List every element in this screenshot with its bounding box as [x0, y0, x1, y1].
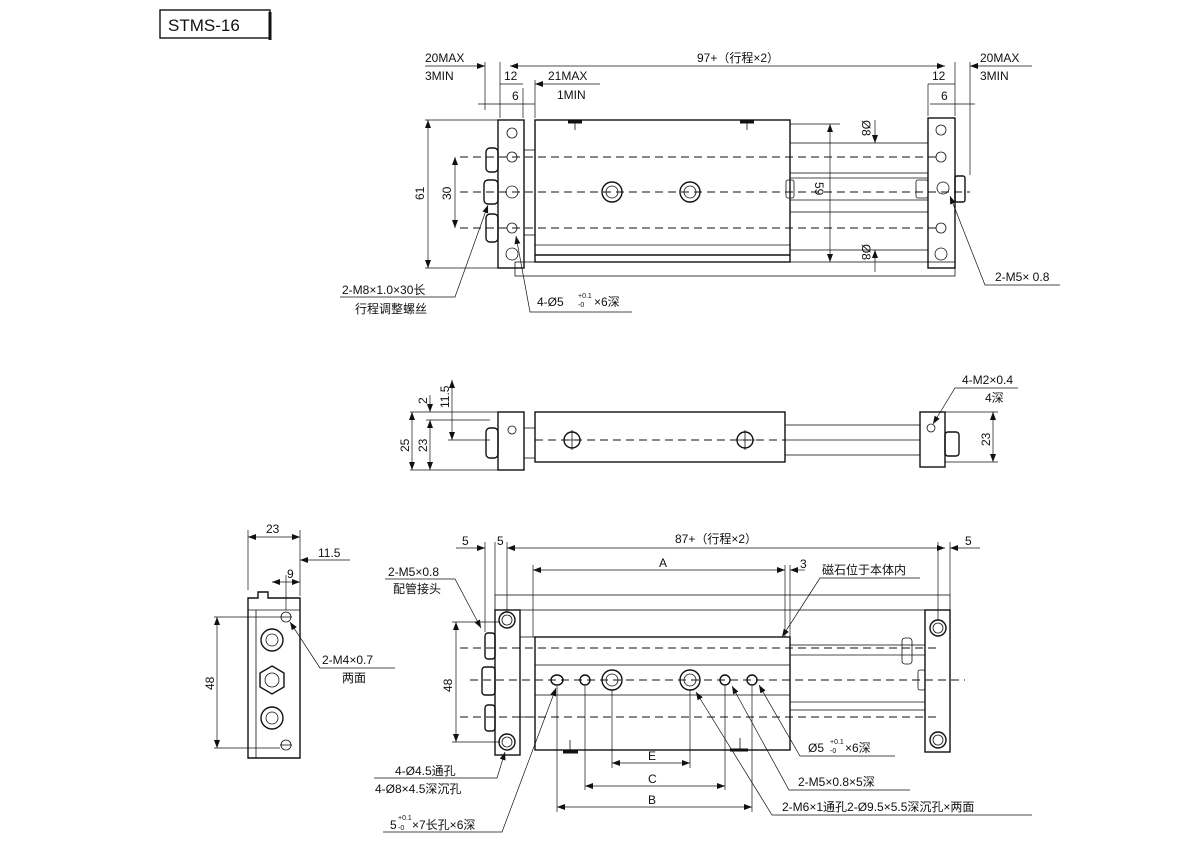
right-end-plate [924, 609, 951, 753]
dim-48: 48 [203, 676, 217, 690]
end-plate-outline [247, 591, 301, 759]
dim-97-stroke: 97+（行程×2） [697, 50, 779, 65]
tol-lower: -0 [398, 825, 404, 832]
dim-left-20max: 20MAX [425, 51, 464, 65]
dim-dia8-top: Ø8 [859, 120, 873, 136]
note-adjust-screw: 2-M8×1.0×30长 [342, 283, 425, 297]
note-m2-depth: 4深 [985, 391, 1004, 405]
tol-upper: +0.1 [398, 815, 412, 822]
right-end-block [919, 411, 946, 468]
left-end-plate [494, 609, 521, 756]
dim-5-left-b: 5 [497, 534, 504, 548]
note-counterbore: 4-Ø8×4.5深沉孔 [375, 782, 461, 796]
note-m4-sub: 两面 [342, 671, 366, 685]
left-end-plate [497, 411, 525, 471]
adjust-screw [483, 179, 499, 205]
model-title: STMS-16 [168, 16, 240, 35]
dim-30: 30 [440, 186, 454, 200]
guide-rod [789, 142, 929, 174]
note-port-sub: 配管接头 [393, 581, 441, 596]
dim-59: 59 [812, 182, 826, 196]
note-port: 2-M5×0.8 [388, 565, 439, 579]
note-pin-hole: Ø5 [808, 741, 824, 755]
dim-23-left: 23 [416, 438, 430, 452]
top-view: 61 30 59 Ø8 Ø8 97+（行程×2） 20MAX 3MIN 12 6… [340, 50, 1060, 316]
dim-21max: 21MAX [548, 69, 587, 83]
dim-87-stroke: 87+（行程×2） [675, 531, 757, 546]
dim-left-3min: 3MIN [425, 69, 454, 83]
slide-body [534, 119, 791, 263]
note-pin-depth: ×6深 [845, 741, 871, 755]
dim-C: C [648, 772, 657, 786]
tol-upper: +0.1 [830, 739, 844, 746]
dim-1min: 1MIN [557, 88, 586, 102]
dim-left-6: 6 [512, 89, 519, 103]
left-end-plate [497, 119, 525, 269]
dim-B: B [648, 793, 656, 807]
dim-3: 3 [800, 557, 807, 571]
dim-5-left-a: 5 [462, 534, 469, 548]
right-end-plate [927, 117, 956, 269]
dim-61: 61 [413, 186, 427, 200]
note-slot: 5 [390, 818, 397, 832]
adjust-screw [485, 147, 499, 173]
right-nut [954, 175, 966, 203]
dim-48-bottom: 48 [441, 678, 455, 692]
dim-11-5: 11.5 [318, 546, 341, 560]
bottom-view: 5 5 87+（行程×2） 5 A 3 磁石位于本体内 48 E C B [374, 531, 1032, 833]
tol-upper: +0.1 [578, 293, 592, 300]
dim-23: 23 [266, 522, 280, 536]
note-pin-hole: 4-Ø5 [537, 295, 564, 309]
note-m5: 2-M5×0.8×5深 [798, 775, 875, 789]
dim-11-5: 11.5 [438, 385, 452, 408]
note-m4: 2-M4×0.7 [322, 653, 373, 667]
dim-23-right: 23 [979, 432, 993, 446]
note-m6: 2-M6×1通孔2-Ø9.5×5.5深沉孔×两面 [782, 800, 974, 814]
dim-2: 2 [416, 397, 430, 404]
dim-5-right: 5 [965, 534, 972, 548]
slide-body [534, 411, 786, 463]
dim-right-20max: 20MAX [980, 51, 1019, 65]
dim-dia8-bottom: Ø8 [859, 244, 873, 260]
tol-lower: -0 [830, 748, 836, 755]
guide-rod [789, 211, 929, 251]
tol-lower: -0 [578, 302, 584, 309]
dim-A: A [659, 556, 667, 570]
note-slot-rest: ×7长孔×6深 [412, 818, 475, 832]
base-table [514, 261, 956, 277]
dim-right-12: 12 [932, 69, 946, 83]
dim-E: E [648, 749, 656, 763]
note-through-hole: 4-Ø4.5通孔 [395, 764, 456, 778]
note-m5-right: 2-M5× 0.8 [995, 270, 1050, 284]
note-adjust-screw-desc: 行程调整螺丝 [355, 301, 427, 316]
dim-25: 25 [398, 438, 412, 452]
note-pin-hole-depth: ×6深 [594, 295, 620, 309]
note-m2: 4-M2×0.4 [962, 373, 1013, 387]
end-view: 23 11.5 9 48 2-M4×0.7 两面 [203, 522, 395, 759]
dim-right-6: 6 [941, 89, 948, 103]
dim-9: 9 [287, 567, 294, 581]
side-view: 25 23 2 11.5 23 4-M2×0.4 4深 [398, 373, 1018, 471]
note-magnet: 磁石位于本体内 [822, 562, 906, 577]
dim-left-12: 12 [504, 69, 518, 83]
model-title-box: STMS-16 [159, 9, 272, 40]
dim-right-3min: 3MIN [980, 69, 1009, 83]
